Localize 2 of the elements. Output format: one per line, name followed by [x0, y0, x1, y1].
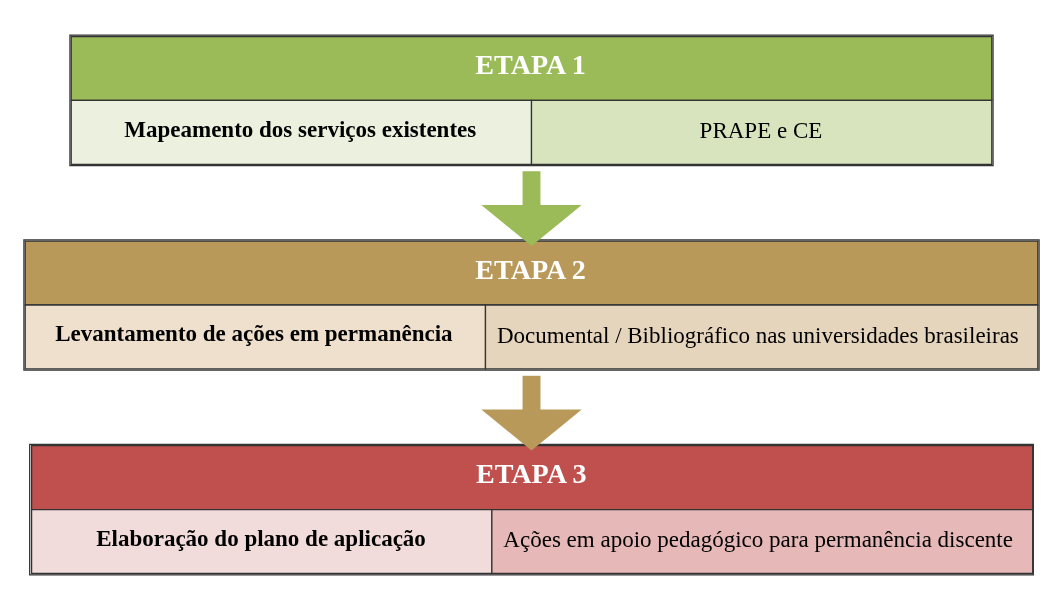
arrow [481, 375, 582, 451]
arrow [481, 171, 582, 246]
